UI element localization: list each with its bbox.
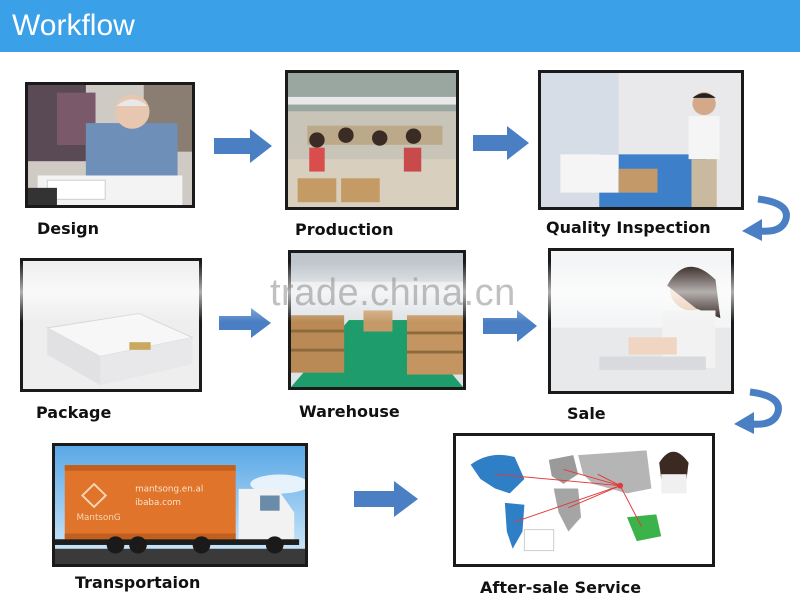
step-label-sale: Sale <box>567 404 606 423</box>
watermark-haze <box>0 262 800 322</box>
step-label-production: Production <box>295 220 394 239</box>
step-label-quality-inspection: Quality Inspection <box>546 218 711 237</box>
curved-arrow-icon <box>742 195 790 241</box>
after-sale-service-photo <box>453 433 715 567</box>
curved-arrow-icon <box>734 388 782 434</box>
truck-brand-line-2: ibaba.com <box>135 498 181 508</box>
step-label-design: Design <box>37 219 99 238</box>
step-label-package: Package <box>36 403 112 422</box>
header-banner: Workflow <box>0 0 800 52</box>
quality-inspection-photo <box>538 70 744 210</box>
arrow-right-icon <box>473 126 529 160</box>
production-photo <box>285 70 459 210</box>
step-label-warehouse: Warehouse <box>299 402 400 421</box>
truck-logo-text: MantsonG <box>76 513 120 523</box>
watermark: trade.china.cn <box>270 272 516 314</box>
step-label-after-sale-service: After-sale Service <box>480 578 642 597</box>
arrow-right-icon <box>214 129 272 163</box>
step-label-transportation: Transportaion <box>75 573 201 592</box>
arrow-right-icon <box>354 481 418 517</box>
transportation-photo: MantsonG mantsong.en.al ibaba.com <box>52 443 308 567</box>
page-title: Workflow <box>12 9 135 42</box>
truck-brand-line-1: mantsong.en.al <box>135 485 203 495</box>
design-photo <box>25 82 195 208</box>
